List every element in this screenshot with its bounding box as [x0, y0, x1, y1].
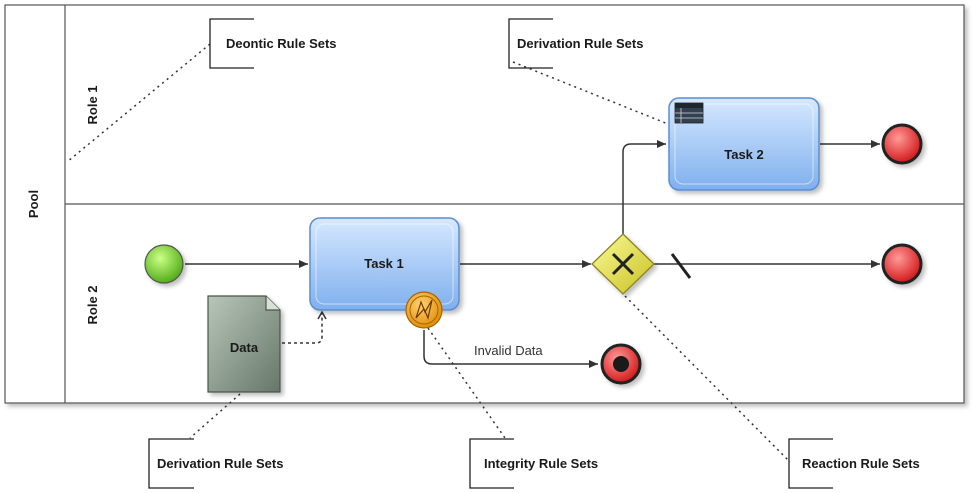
- error-flow-label: Invalid Data: [474, 343, 543, 358]
- lane-role-2[interactable]: Role 2: [85, 285, 100, 324]
- x-icon: [611, 252, 635, 276]
- annotation-integrity-label: Integrity Rule Sets: [484, 456, 598, 471]
- task-2[interactable]: Task 2: [668, 97, 820, 191]
- lane-label-role-1: Role 1: [85, 85, 100, 124]
- table-icon: [674, 102, 704, 124]
- annotation-derivation-top[interactable]: Derivation Rule Sets: [508, 18, 643, 69]
- lane-label-role-2: Role 2: [85, 285, 100, 324]
- assoc-derivation-bottom: [189, 393, 241, 439]
- data-association[interactable]: [282, 310, 327, 344]
- error-boundary-event[interactable]: [405, 291, 443, 329]
- sequence-flows: Invalid Data: [185, 140, 880, 368]
- start-event[interactable]: [144, 244, 184, 284]
- assoc-deontic: [66, 43, 211, 163]
- annotation-derivation-bottom[interactable]: Derivation Rule Sets: [148, 438, 283, 489]
- end-event-task2[interactable]: [881, 123, 923, 165]
- lightning-icon: [415, 299, 433, 320]
- task-1[interactable]: Task 1: [309, 217, 460, 311]
- annotation-reaction-label: Reaction Rule Sets: [802, 456, 920, 471]
- annotation-integrity[interactable]: Integrity Rule Sets: [469, 438, 598, 489]
- annotation-reaction[interactable]: Reaction Rule Sets: [788, 438, 920, 489]
- error-icon: [613, 356, 629, 372]
- end-event-default[interactable]: [881, 243, 923, 285]
- task-2-label: Task 2: [724, 147, 764, 162]
- annotation-deontic-label: Deontic Rule Sets: [226, 36, 337, 51]
- exclusive-gateway[interactable]: [591, 233, 655, 295]
- assoc-integrity: [427, 327, 506, 439]
- error-end-event[interactable]: [600, 343, 642, 385]
- data-object-label: Data: [230, 340, 259, 355]
- flow-gateway-to-task2[interactable]: [622, 140, 666, 234]
- assoc-derivation-top: [512, 61, 669, 125]
- annotation-deontic[interactable]: Deontic Rule Sets: [209, 18, 337, 69]
- default-flow-marker: [670, 253, 692, 279]
- pool-label: Pool: [26, 190, 41, 218]
- data-object[interactable]: Data: [207, 295, 281, 393]
- task-1-label: Task 1: [364, 256, 404, 271]
- flow-error-to-end[interactable]: [423, 330, 598, 368]
- annotation-associations: [66, 43, 791, 463]
- annotation-derivation-bottom-label: Derivation Rule Sets: [157, 456, 283, 471]
- lane-role-1[interactable]: Role 1: [65, 85, 964, 205]
- annotation-derivation-top-label: Derivation Rule Sets: [517, 36, 643, 51]
